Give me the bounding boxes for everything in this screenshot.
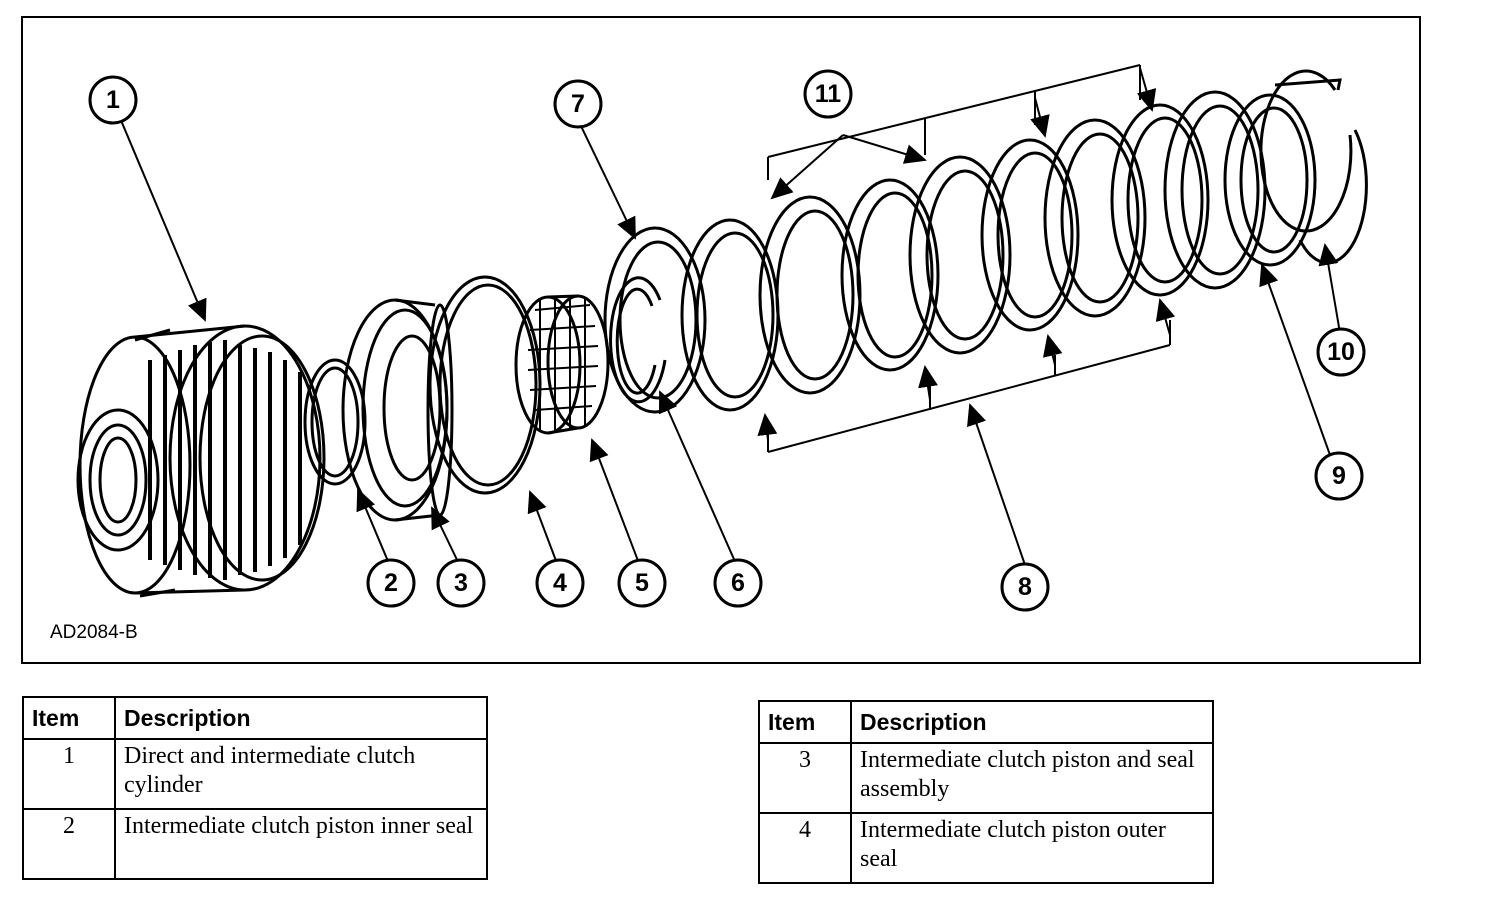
callout-6: 6 xyxy=(731,569,745,597)
callout-10: 10 xyxy=(1327,338,1355,366)
clutch-cylinder-drawing xyxy=(76,324,326,598)
table-row: 3 Intermediate clutch piston and seal as… xyxy=(758,742,1214,814)
callout-11: 11 xyxy=(815,80,842,108)
item-description: Intermediate clutch piston outer seal xyxy=(850,812,1214,884)
header-item: Item xyxy=(758,700,852,744)
callout-7: 7 xyxy=(571,90,585,118)
table-row: 4 Intermediate clutch piston outer seal xyxy=(758,812,1214,884)
item-description: Intermediate clutch piston inner seal xyxy=(114,808,488,880)
figure-reference-code: AD2084-B xyxy=(50,622,138,643)
leader-arrows xyxy=(119,67,1341,567)
item-description: Direct and intermediate clutch cylinder xyxy=(114,738,488,810)
item-number: 4 xyxy=(758,812,852,884)
callout-3: 3 xyxy=(454,569,468,597)
callout-1: 1 xyxy=(106,86,120,114)
callout-5: 5 xyxy=(635,569,649,597)
table-row: 2 Intermediate clutch piston inner seal xyxy=(22,808,488,880)
item-number: 2 xyxy=(22,808,116,880)
rear-pressure-plate-drawing xyxy=(1223,93,1317,267)
legend-header-row: Item Description xyxy=(22,696,488,740)
legend-header-row: Item Description xyxy=(758,700,1214,744)
table-row: 1 Direct and intermediate clutch cylinde… xyxy=(22,738,488,810)
callout-4: 4 xyxy=(553,569,567,597)
rear-snap-ring-drawing xyxy=(1259,69,1368,265)
callout-2: 2 xyxy=(384,569,398,597)
inner-seal-drawing xyxy=(303,358,367,486)
header-description: Description xyxy=(114,696,488,740)
diagram-frame xyxy=(21,16,1421,664)
legend-table-left: Item Description 1 Direct and intermedia… xyxy=(22,696,488,880)
header-description: Description xyxy=(850,700,1214,744)
callout-circles xyxy=(88,69,1366,612)
item-number: 1 xyxy=(22,738,116,810)
return-spring-drawing xyxy=(514,294,610,435)
callout-8: 8 xyxy=(1018,573,1032,601)
clutch-plates-drawing xyxy=(680,90,1267,412)
legend-table-right: Item Description 3 Intermediate clutch p… xyxy=(758,700,1214,884)
callout-9: 9 xyxy=(1332,462,1346,490)
header-item: Item xyxy=(22,696,116,740)
item-number: 3 xyxy=(758,742,852,814)
item-description: Intermediate clutch piston and seal asse… xyxy=(850,742,1214,814)
pressure-plate-drawing xyxy=(603,226,707,414)
